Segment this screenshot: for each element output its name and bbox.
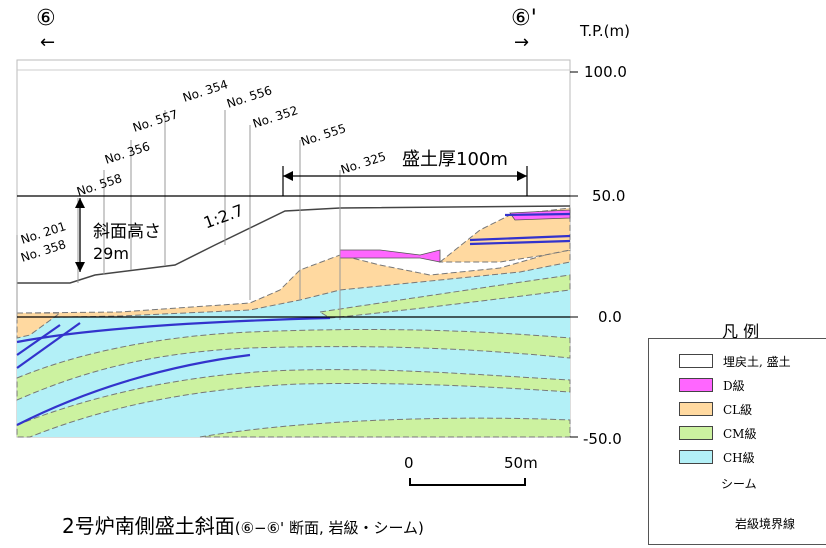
cm-class-band-2 [16, 369, 571, 438]
right-arrow-icon: → [514, 32, 530, 53]
seam-line [469, 234, 571, 242]
legend-boundary-label: 岩級境界線 [735, 517, 796, 531]
fill-thickness-label: 盛土厚100m [402, 149, 508, 170]
axis-ticks [570, 71, 578, 438]
cm-class-band-4 [318, 274, 571, 319]
seam-line [504, 212, 571, 217]
axis-tick-label: 50.0 [592, 187, 626, 205]
cm-class-band-3 [199, 417, 571, 438]
arrow-up-icon [75, 198, 85, 208]
scale-bar-end: 50m [504, 454, 538, 472]
slope-height-label: 斜面高さ [93, 222, 161, 242]
axis-tick-label: 100.0 [584, 63, 627, 81]
section-end-mark: ⑥' [511, 6, 537, 31]
seam-line [16, 353, 251, 426]
legend-item-label: D級 [723, 378, 745, 393]
left-arrow-icon: ← [40, 32, 56, 53]
legend: 埋戻土, 盛土 D級 CL級 CM級 CH級 シーム 岩級境界線 [648, 338, 826, 545]
axis-unit-label: T.P.(m) [580, 22, 630, 40]
cm-class-band-1 [16, 329, 571, 401]
seam-line [469, 239, 571, 246]
caption-sub: (⑥−⑥' 断面, 岩級・シーム) [234, 519, 424, 537]
seam-lines [16, 212, 571, 426]
axis-tick-label: -50.0 [583, 430, 622, 448]
seam-line [16, 324, 61, 356]
legend-title: 凡 例 [722, 322, 760, 341]
legend-swatch [679, 450, 713, 464]
legend-item-label: CL級 [723, 402, 753, 417]
slope-height-value: 29m [93, 244, 129, 263]
arrow-left-icon [283, 171, 293, 181]
legend-swatch [679, 426, 713, 440]
legend-item-fill: 埋戻土, 盛土 [679, 353, 791, 369]
legend-item-label: CH級 [723, 450, 755, 465]
arrow-down-icon [75, 262, 85, 272]
scale-bar-start: 0 [404, 454, 414, 472]
legend-swatch [679, 354, 713, 368]
legend-item-d-class: D級 [679, 377, 745, 393]
d-class-zone-1 [339, 249, 441, 263]
arrow-right-icon [517, 171, 527, 181]
legend-seam-label: シーム [721, 477, 757, 491]
legend-item-cl-class: CL級 [679, 401, 752, 417]
caption-main: 2号炉南側盛土斜面 [62, 514, 235, 538]
legend-swatch [679, 402, 713, 416]
legend-item-ch-class: CH級 [679, 449, 755, 465]
borehole-lines [16, 110, 341, 320]
axis-tick-label: 0.0 [598, 308, 622, 326]
figure-caption: 2号炉南側盛土斜面(⑥−⑥' 断面, 岩級・シーム) [62, 510, 424, 539]
legend-swatch [679, 378, 713, 392]
seam-line [16, 322, 81, 369]
cl-class-zone-left [16, 312, 62, 339]
section-start-mark: ⑥ [36, 6, 56, 31]
ground-surface-line [17, 205, 571, 284]
legend-item-label: CM級 [723, 426, 757, 441]
legend-item-cm-class: CM級 [679, 425, 756, 441]
cl-class-zone-upper [438, 207, 571, 263]
scale-bar [409, 478, 526, 486]
legend-item-label: 埋戻土, 盛土 [723, 354, 791, 369]
